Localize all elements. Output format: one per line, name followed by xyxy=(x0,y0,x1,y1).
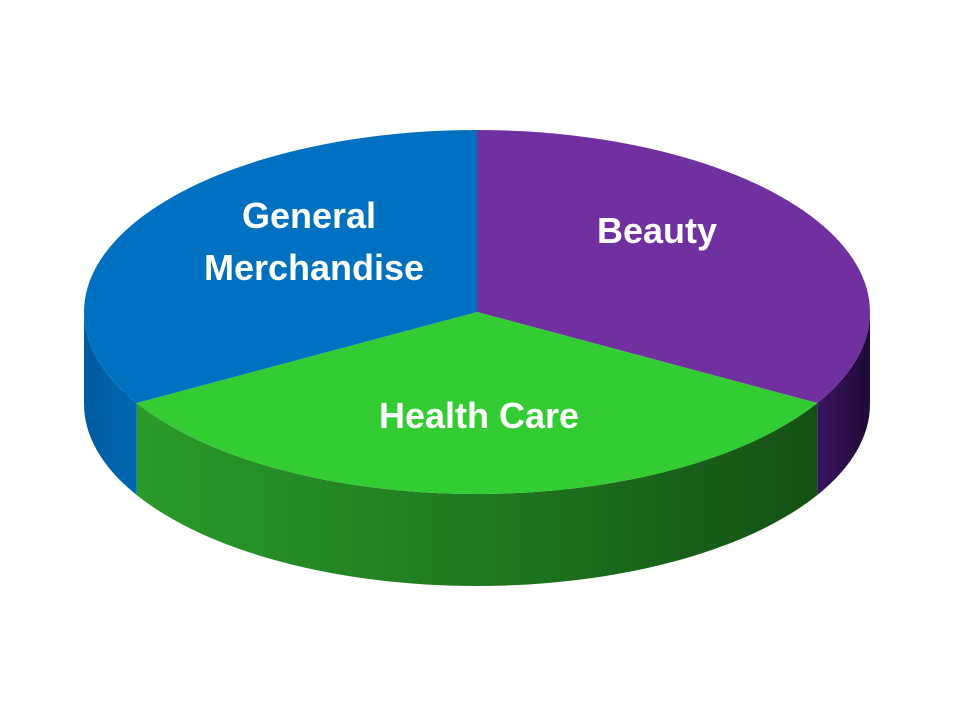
label-general-merchandise-line1: General xyxy=(242,195,376,236)
side-general-merchandise xyxy=(84,312,137,495)
side-health-care xyxy=(136,403,818,586)
label-health-care: Health Care xyxy=(379,395,579,436)
pie-labels: Beauty Health Care General Merchandise xyxy=(204,195,717,436)
pie-top-faces xyxy=(84,130,870,494)
pie-side-walls xyxy=(84,312,870,586)
slice-general-merchandise xyxy=(84,130,477,403)
label-general-merchandise-line2: Merchandise xyxy=(204,247,424,288)
side-beauty xyxy=(817,312,870,495)
slice-beauty xyxy=(477,130,870,403)
slice-health-care xyxy=(136,312,818,494)
label-general-merchandise: General Merchandise xyxy=(204,195,424,288)
label-beauty: Beauty xyxy=(597,210,717,251)
